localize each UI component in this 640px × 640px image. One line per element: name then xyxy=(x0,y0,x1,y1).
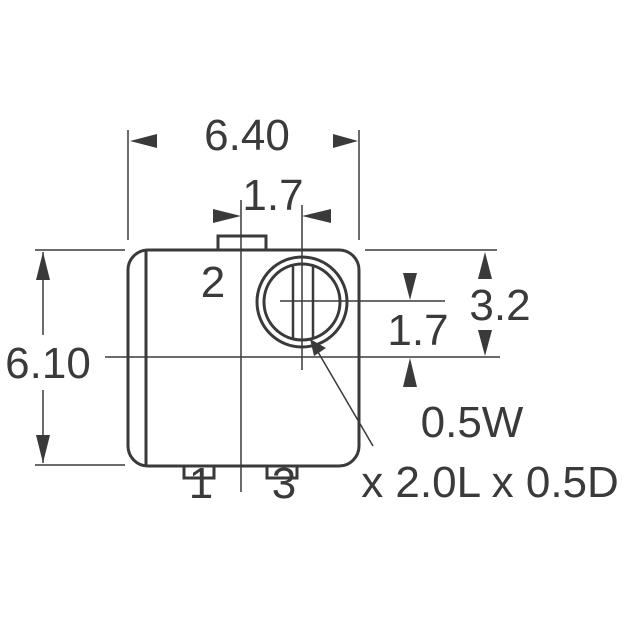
dim-width-label: 6.40 xyxy=(204,111,290,160)
pin-3-label: 3 xyxy=(272,459,296,508)
arrow-icon xyxy=(403,273,417,300)
dim-shaft-top-label: 3.2 xyxy=(469,281,530,330)
arrow-icon xyxy=(310,339,326,356)
arrow-icon xyxy=(478,330,492,356)
dim-height-label: 6.10 xyxy=(5,339,91,388)
slot-leader-line xyxy=(317,351,374,447)
slot-note-line1: 0.5W xyxy=(421,398,524,447)
dim-shaft-y-label: 1.7 xyxy=(387,306,448,355)
arrow-icon xyxy=(302,209,331,223)
arrow-icon xyxy=(403,358,417,387)
dim-shaft-x-label: 1.7 xyxy=(242,171,303,220)
pin-1-label: 1 xyxy=(189,459,213,508)
arrow-icon xyxy=(130,134,157,148)
arrow-icon xyxy=(333,134,358,148)
slot-note-line2: x 2.0L x 0.5D xyxy=(361,458,619,507)
arrow-icon xyxy=(478,252,492,279)
pin-2-label: 2 xyxy=(201,258,225,307)
component-body xyxy=(126,248,361,468)
arrow-icon xyxy=(36,435,50,463)
arrow-icon xyxy=(36,252,50,280)
arrow-icon xyxy=(213,209,241,223)
